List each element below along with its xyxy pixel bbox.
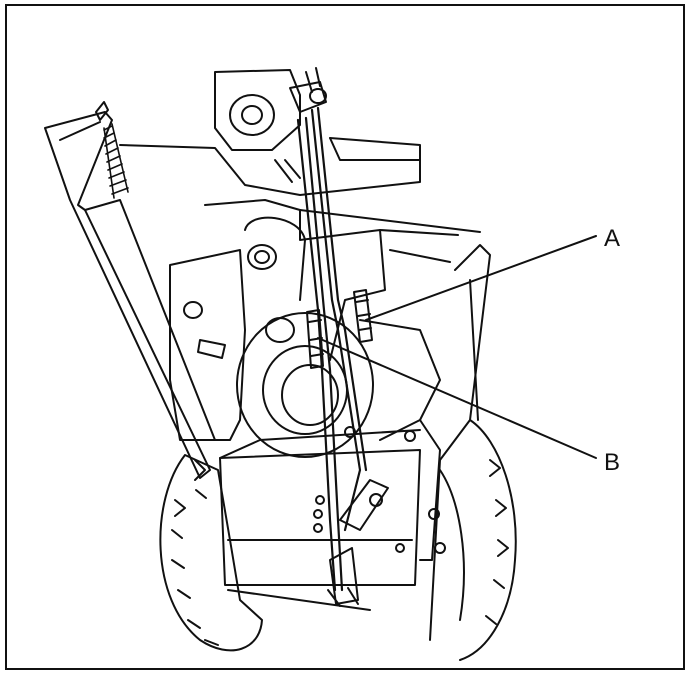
callout-a-leader <box>365 235 597 321</box>
engine-block <box>169 199 386 441</box>
top-swivel <box>289 67 327 113</box>
right-tire <box>439 419 517 661</box>
left-tire <box>159 454 263 652</box>
callout-b-label: B <box>604 449 620 476</box>
control-rods[interactable] <box>296 106 368 592</box>
pulley-housing <box>236 312 441 458</box>
lower-linkage[interactable] <box>327 479 389 607</box>
upper-housing <box>119 69 421 196</box>
left-handle-bar <box>44 101 216 479</box>
callout-b-leader <box>317 337 597 459</box>
spring <box>103 123 129 199</box>
right-handle-bar <box>419 244 491 641</box>
callout-a-label: A <box>604 225 620 252</box>
auger-housing <box>219 429 421 611</box>
frame-lines <box>299 209 481 263</box>
coupler-a[interactable] <box>353 289 373 343</box>
